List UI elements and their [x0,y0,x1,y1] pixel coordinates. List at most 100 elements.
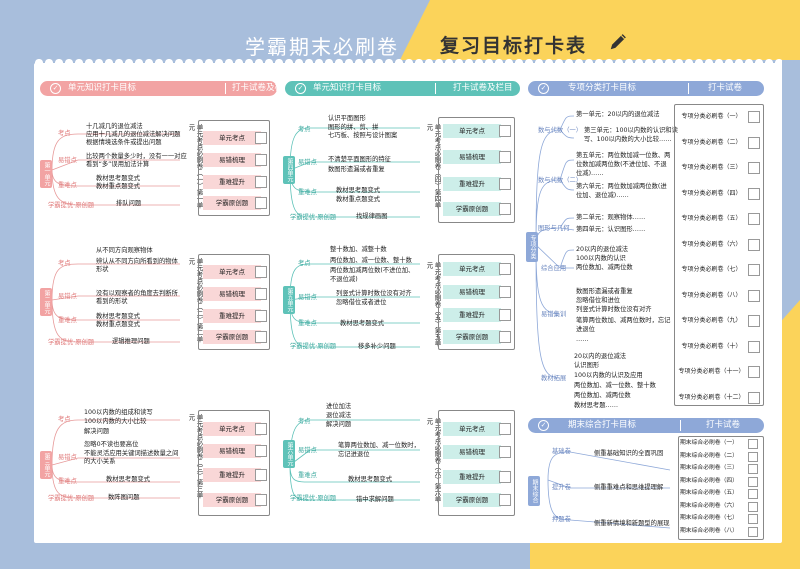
special-paper-checkbox-6[interactable] [748,238,760,251]
special-paper-checkbox-4[interactable] [748,187,760,200]
u4-btn-kaodian[interactable]: 单元考点 [443,124,501,138]
u5-btn-zhongnan[interactable]: 重难提升 [443,308,501,322]
u4-btn-zhongnan[interactable]: 重难提升 [443,177,501,191]
special-paper-8[interactable]: 专项分类必刷卷（八） [681,291,742,299]
u5-kd1: 整十数加、减整十数 [330,246,387,253]
u5-btn-kaodian[interactable]: 单元考点 [443,262,501,276]
special-paper-checkbox-3[interactable] [748,162,760,174]
comp-paper-4[interactable]: 期末综合必刷卷（四） [680,477,738,484]
comp-paper-checkbox-1[interactable] [748,439,758,449]
special-paper-checkbox-11[interactable] [748,366,760,378]
special-paper-9[interactable]: 专项分类必刷卷（九） [681,317,742,324]
u6-btn-zhongnan[interactable]: 重难提升 [443,470,501,484]
comp-paper-checkbox-7[interactable] [748,514,758,524]
comp-paper-checkbox-8[interactable] [748,526,758,537]
u6-checkbox-3[interactable] [499,471,511,483]
special-paper-3[interactable]: 专项分类必刷卷（三） [681,164,742,171]
u6-checkbox-4[interactable] [499,494,511,506]
special-paper-checkbox-9[interactable] [748,315,760,327]
u2-checkbox-4[interactable] [255,331,267,343]
comp-paper-checkbox-2[interactable] [748,451,758,462]
sp-t14: …… [576,336,589,343]
comp-paper-3[interactable]: 期末综合必刷卷（三） [680,465,738,471]
comp-paper-8[interactable]: 期末综合必刷卷（八） [680,527,738,534]
u6-checkbox-1[interactable] [499,423,511,435]
comp-paper-6[interactable]: 期末综合必刷卷（六） [680,502,738,509]
comp-paper-checkbox-5[interactable] [748,489,758,499]
special-paper-checkbox-10[interactable] [748,340,760,353]
special-paper-checkbox-2[interactable] [748,136,760,149]
u3-btn-xueba[interactable]: 学霸原创题 [203,493,261,507]
special-paper-checkbox-8[interactable] [748,289,760,302]
branch-zhongnandian: 重难点 [298,189,317,196]
u1-zn2: 教材重点题变式 [96,183,141,190]
u6-btn-yicuo[interactable]: 易错梳理 [443,445,501,459]
special-paper-checkbox-7[interactable] [748,264,760,276]
u1-checkbox-4[interactable] [255,197,267,209]
u3-btn-kaodian[interactable]: 单元考点 [203,422,261,436]
u2-checkbox-1[interactable] [255,266,267,278]
u3-kd2: 100以内数的大小比较 [84,418,147,425]
special-paper-1[interactable]: 专项分类必刷卷（一） [681,113,742,120]
u5-checkbox-1[interactable] [499,263,511,275]
u1-checkbox-3[interactable] [255,176,267,188]
comp-paper-checkbox-4[interactable] [748,476,758,487]
u6-btn-kaodian[interactable]: 单元考点 [443,422,501,436]
u2-checkbox-3[interactable] [255,310,267,322]
comp-paper-7[interactable]: 期末综合必刷卷（七） [680,515,738,521]
special-paper-11[interactable]: 专项分类必刷卷（十一） [678,368,745,375]
special-paper-2[interactable]: 专项分类必刷卷（二） [681,138,742,146]
u4-checkbox-4[interactable] [499,203,511,215]
branch-zhongnandian: 重难点 [58,182,77,189]
u2-btn-kaodian[interactable]: 单元考点 [203,265,261,279]
comp-paper-1[interactable]: 期末综合必刷卷（一） [680,440,738,446]
special-paper-5[interactable]: 专项分类必刷卷（五） [681,215,742,222]
u4-checkbox-2[interactable] [499,151,511,163]
special-paper-10[interactable]: 专项分类必刷卷（十） [681,342,742,350]
u5-btn-xueba[interactable]: 学霸原创题 [443,330,501,344]
u5-checkbox-2[interactable] [499,286,511,298]
u3-btn-yicuo[interactable]: 易错梳理 [203,444,261,458]
u2-btn-zhongnan[interactable]: 重难提升 [203,309,261,323]
u3-btn-zhongnan[interactable]: 重难提升 [203,468,261,482]
comp-paper-checkbox-6[interactable] [748,501,758,512]
comp-paper-5[interactable]: 期末综合必刷卷（五） [680,490,738,496]
u5-btn-yicuo[interactable]: 易错梳理 [443,285,501,299]
u2-btn-yicuo[interactable]: 易错梳理 [203,287,261,301]
comp-branch-basic: 基础卷 [552,448,571,455]
u3-checkbox-2[interactable] [255,445,267,457]
u1-btn-yicuo[interactable]: 易错梳理 [203,153,261,167]
u1-kd1: 十几减几的退位减法 [86,123,143,130]
u4-checkbox-3[interactable] [499,178,511,190]
special-paper-checkbox-12[interactable] [748,391,760,404]
special-paper-12[interactable]: 专项分类必刷卷（十二） [678,393,745,401]
special-paper-4[interactable]: 专项分类必刷卷（四） [681,189,742,197]
u4-checkbox-1[interactable] [499,125,511,137]
u1-checkbox-1[interactable] [255,132,267,144]
u4-btn-xueba[interactable]: 学霸原创题 [443,202,501,216]
u1-btn-xueba[interactable]: 学霸原创题 [203,196,261,210]
special-paper-6[interactable]: 专项分类必刷卷（六） [681,240,742,248]
u5-checkbox-4[interactable] [499,331,511,343]
u2-checkbox-2[interactable] [255,288,267,300]
u1-btn-zhongnan[interactable]: 重难提升 [203,175,261,189]
u6-btn-xueba[interactable]: 学霸原创题 [443,493,501,507]
u1-btn-kaodian[interactable]: 单元考点 [203,131,261,145]
u6-checkbox-2[interactable] [499,446,511,458]
special-paper-checkbox-1[interactable] [748,111,760,123]
u3-checkbox-4[interactable] [255,494,267,506]
special-paper-7[interactable]: 专项分类必刷卷（七） [681,266,742,273]
u1-checkbox-2[interactable] [255,154,267,166]
u2-btn-xueba[interactable]: 学霸原创题 [203,330,261,344]
u4-btn-yicuo[interactable]: 易错梳理 [443,150,501,164]
u3-checkbox-1[interactable] [255,423,267,435]
u3-checkbox-3[interactable] [255,469,267,481]
comp-paper-checkbox-3[interactable] [748,464,758,474]
branch-kaodian: 考点 [58,416,71,423]
special-paper-checkbox-5[interactable] [748,213,760,225]
comp-paper-2[interactable]: 期末综合必刷卷（二） [680,452,738,459]
branch-yicuodian: 易错点 [58,293,77,300]
u3-zn1: 教材思考题变式 [106,476,151,483]
u2-kd1: 从不同方向观察物体 [96,247,153,254]
u5-checkbox-3[interactable] [499,309,511,321]
